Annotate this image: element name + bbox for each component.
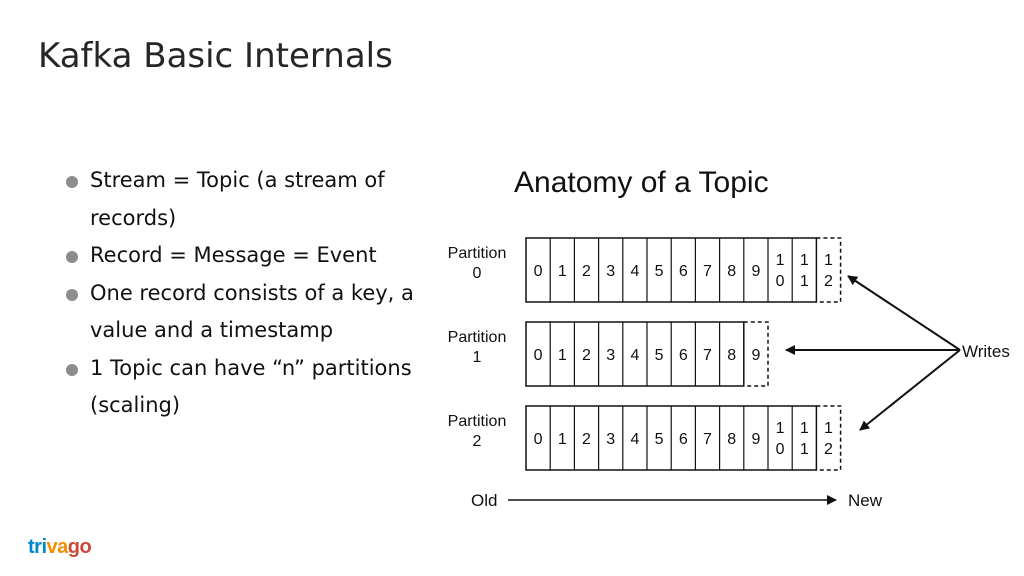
writes-arrows: Writes	[785, 275, 1010, 431]
offset-cell: 1	[776, 420, 785, 437]
bullet-item: Record = Message = Event	[66, 237, 436, 275]
offset-cell: 1	[558, 263, 567, 280]
next-write-slot	[816, 237, 842, 303]
offset-cell: 1	[800, 273, 809, 290]
offset-cell: 0	[534, 431, 543, 448]
logo-part: go	[67, 536, 92, 558]
offset-cell: 9	[751, 263, 760, 280]
offset-cell: 3	[606, 263, 615, 280]
slide-title: Kafka Basic Internals	[38, 36, 393, 76]
offset-cell: 4	[630, 347, 639, 364]
offset-cell: 4	[630, 431, 639, 448]
bullet-item: 1 Topic can have “n” partitions (scaling…	[66, 350, 436, 425]
offset-cell: 7	[703, 347, 712, 364]
offset-cell: 1	[776, 252, 785, 269]
offset-cell: 1	[558, 431, 567, 448]
diagram-title: Anatomy of a Topic	[514, 166, 769, 199]
offset-cell: 7	[703, 263, 712, 280]
next-write-slot	[743, 321, 769, 387]
offset-cell: 3	[606, 347, 615, 364]
old-label: Old	[471, 491, 497, 510]
offset-cell: 6	[679, 347, 688, 364]
offset-cell: 7	[703, 431, 712, 448]
offset-cell: 0	[534, 263, 543, 280]
offset-cell: 0	[776, 273, 785, 290]
partition-label: 0	[473, 265, 482, 282]
partition-label: Partition	[448, 329, 507, 346]
offset-cell: 4	[630, 263, 639, 280]
partition-label: Partition	[448, 245, 507, 262]
offset-cell: 1	[800, 441, 809, 458]
next-offset-cell: 1	[824, 252, 833, 269]
offset-cell: 0	[776, 441, 785, 458]
offset-cell: 5	[655, 347, 664, 364]
offset-cell: 1	[800, 420, 809, 437]
offset-cell: 6	[679, 263, 688, 280]
partition-label: 2	[473, 433, 482, 450]
next-offset-cell: 1	[824, 420, 833, 437]
bullet-list: Stream = Topic (a stream of records) Rec…	[66, 162, 436, 425]
new-label: New	[848, 491, 883, 510]
next-write-slot	[816, 405, 842, 471]
offset-cell: 3	[606, 431, 615, 448]
offset-cell: 8	[727, 347, 736, 364]
timeline-arrow: Old New	[471, 491, 883, 510]
next-offset-cell: 2	[824, 273, 833, 290]
partition-label: 1	[473, 349, 482, 366]
logo-part: va	[46, 536, 69, 558]
offset-cell: 5	[655, 263, 664, 280]
offset-cell: 0	[534, 347, 543, 364]
offset-cell: 9	[751, 431, 760, 448]
writes-label: Writes	[962, 342, 1010, 361]
logo-part: tri	[28, 536, 47, 558]
offset-cell: 5	[655, 431, 664, 448]
next-offset-cell: 9	[751, 347, 760, 364]
offset-cell: 8	[727, 431, 736, 448]
offset-cell: 1	[800, 252, 809, 269]
offset-cell: 8	[727, 263, 736, 280]
next-offset-cell: 2	[824, 441, 833, 458]
partition-box	[525, 321, 745, 387]
offset-cell: 2	[582, 347, 591, 364]
offset-cell: 6	[679, 431, 688, 448]
offset-cell: 2	[582, 263, 591, 280]
writes-arrow-partition-0	[847, 275, 961, 351]
offset-cell: 2	[582, 431, 591, 448]
bullet-item: One record consists of a key, a value an…	[66, 275, 436, 350]
partition-label: Partition	[448, 413, 507, 430]
bullet-item: Stream = Topic (a stream of records)	[66, 162, 436, 237]
writes-arrow-partition-2	[859, 349, 961, 431]
trivago-logo: trivago	[28, 536, 92, 559]
offset-cell: 1	[558, 347, 567, 364]
